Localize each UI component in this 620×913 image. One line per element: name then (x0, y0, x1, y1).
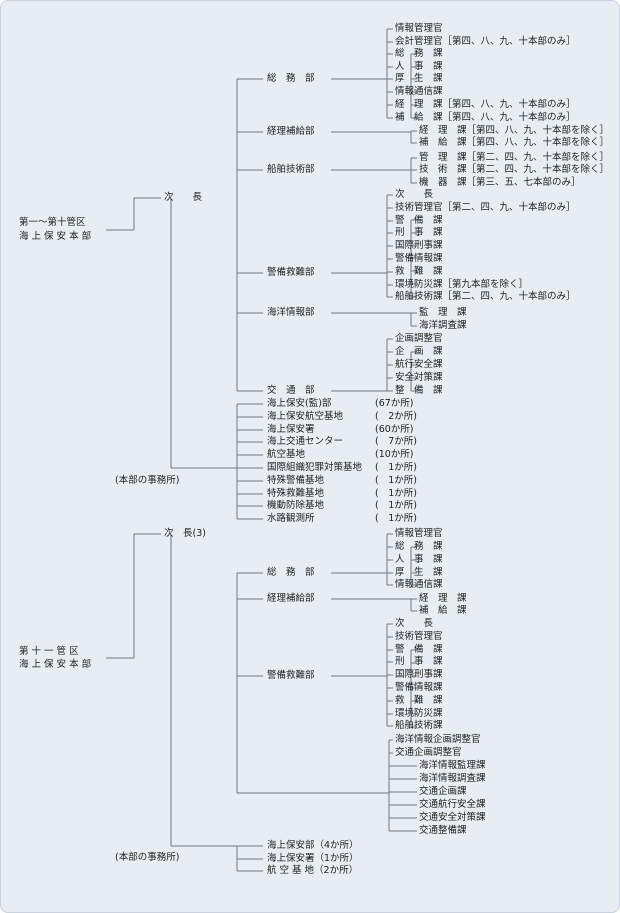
office-count: ( 1か所) (375, 488, 417, 499)
office-count: ( 1か所) (375, 500, 417, 511)
root1-title-line1: 第一～第十管区 (19, 217, 86, 228)
general-units-1-item: 情報管理官 (395, 23, 443, 34)
office-name: 機動防除基地 (267, 500, 325, 511)
guard-units-1-item: 国際刑事課 (395, 240, 443, 251)
finance-units-2-item: 経 理 課 (419, 593, 467, 604)
finance-units-1-item: 経 理 課［第四、八、九、十本部を除く］ (419, 125, 610, 136)
general-units-2-item: 人 事 課 (395, 554, 443, 565)
guard-units-2-item: 環境防災課 (395, 708, 443, 719)
traffic-units-1-item: 企画調整官 (395, 333, 443, 344)
guard-units-2-item: 次 長 (395, 618, 434, 629)
department-traffic: 交 通 部 (267, 385, 315, 396)
office-count: (10か所) (375, 449, 414, 460)
traffic-units-1-item: 安全対策課 (395, 372, 443, 383)
misc-unit-item: 交通企画課 (419, 786, 467, 797)
guard-units-1-item: 船舶技術課［第二、四、九、十本部のみ］ (395, 291, 576, 302)
root1-title-line2: 海 上 保 安 本 部 (19, 231, 92, 242)
misc-unit-item: 交通航行安全課 (419, 799, 486, 810)
office2-item: 海上保安署（1か所） (267, 853, 359, 864)
general-units-1-item: 情報通信課 (395, 86, 443, 97)
root2-title-line2: 海 上 保 安 本 部 (19, 659, 92, 670)
ocean-units-1-item: 海洋調査課 (419, 320, 467, 331)
general-units-1-item: 総 務 課 (395, 48, 443, 59)
department-ocean: 海洋情報部 (267, 307, 315, 318)
misc-unit-item: 交通安全対策課 (419, 812, 486, 823)
guard-units-1-item: 技術管理官［第二、四、九、十本部のみ］ (395, 202, 576, 213)
general-units-2-item: 情報管理官 (395, 528, 443, 539)
office-count: (60か所) (375, 424, 414, 435)
guard-units-1-item: 環境防災課［第九本部を除く］ (395, 279, 529, 290)
offices-label-2: (本部の事務所) (115, 852, 180, 863)
finance-units-2-item: 補 給 課 (419, 605, 467, 616)
misc-unit-item: 交通整備課 (419, 825, 467, 836)
office2-item: 海上保安部（4か所） (267, 840, 359, 851)
general-units-1-item: 補 給 課［第四、八、九、十本部のみ］ (395, 112, 576, 123)
office-name: 国際組織犯罪対策基地 (267, 462, 363, 473)
office-count: ( 1か所) (375, 462, 417, 473)
guard-units-2-item: 刑 事 課 (395, 656, 443, 667)
general-units-2-item: 情報通信課 (395, 579, 443, 590)
vice-director-2: 次 長(3) (164, 528, 206, 539)
general-units-2-item: 厚 生 課 (395, 567, 443, 578)
office-name: 特殊救難基地 (267, 488, 325, 499)
office-count: ( 1か所) (375, 513, 417, 524)
department-ship: 船舶技術部 (267, 164, 315, 175)
department-guard: 警備救難部 (267, 267, 315, 278)
department-finance: 経理補給部 (267, 126, 315, 137)
department2-finance: 経理補給部 (267, 593, 315, 604)
guard-units-1-item: 警 備 課 (395, 215, 443, 226)
misc-unit-item: 海洋情報企画調整官 (395, 734, 481, 745)
office-count: ( 2か所) (375, 411, 417, 422)
guard-units-1-item: 救 難 課 (395, 266, 443, 277)
general-units-1-item: 人 事 課 (395, 61, 443, 72)
office-count: ( 1か所) (375, 475, 417, 486)
root2-title-line1: 第 十 一 管 区 (19, 646, 79, 657)
office-name: 特殊警備基地 (267, 475, 325, 486)
traffic-units-1-item: 航行安全課 (395, 359, 443, 370)
guard-units-1-item: 刑 事 課 (395, 227, 443, 238)
misc-unit-item: 交通企画調整官 (395, 747, 462, 758)
guard-units-2-item: 警備情報課 (395, 682, 443, 693)
office-count: (67か所) (375, 398, 414, 409)
department2-general: 総 務 部 (267, 567, 315, 578)
department-general: 総 務 部 (267, 73, 315, 84)
general-units-1-item: 会計管理官［第四、八、九、十本部のみ］ (395, 36, 576, 47)
general-units-1-item: 厚 生 課 (395, 73, 443, 84)
guard-units-2-item: 警 備 課 (395, 644, 443, 655)
general-units-2-item: 総 務 課 (395, 541, 443, 552)
finance-units-1-item: 補 給 課［第四、八、九、十本部を除く］ (419, 137, 610, 148)
ship-units-1-item: 管 理 課［第二、四、九、十本部を除く］ (419, 152, 610, 163)
traffic-units-1-item: 企 画 課 (395, 346, 443, 357)
vice-director-1: 次 長 (164, 192, 203, 203)
misc-unit-item: 海洋情報監理課 (419, 760, 486, 771)
office-name: 海上交通センター (267, 436, 344, 447)
guard-units-2-item: 船舶技術課 (395, 720, 443, 731)
office-name: 海上保安署 (267, 424, 315, 435)
office-name: 航空基地 (267, 449, 306, 460)
office2-item: 航 空 基 地（2か所） (267, 865, 359, 876)
misc-unit-item: 海洋情報調査課 (419, 773, 486, 784)
traffic-units-1-item: 整 備 課 (395, 385, 443, 396)
office-name: 海上保安航空基地 (267, 411, 344, 422)
office-count: ( 7か所) (375, 436, 417, 447)
department2-guard: 警備救難部 (267, 670, 315, 681)
guard-units-2-item: 国際刑事課 (395, 669, 443, 680)
guard-units-2-item: 技術管理官 (395, 631, 443, 642)
guard-units-1-item: 次 長 (395, 189, 434, 200)
guard-units-1-item: 警備情報課 (395, 253, 443, 264)
ship-units-1-item: 機 器 課［第三、五、七本部のみ］ (419, 177, 581, 188)
offices-label-1: (本部の事務所) (115, 475, 180, 486)
office-name: 水路観測所 (267, 513, 315, 524)
ocean-units-1-item: 監 理 課 (419, 307, 467, 318)
guard-units-2-item: 救 難 課 (395, 695, 443, 706)
office-name: 海上保安(監)部 (267, 398, 332, 409)
general-units-1-item: 経 理 課［第四、八、九、十本部のみ］ (395, 99, 576, 110)
ship-units-1-item: 技 術 課［第二、四、九、十本部を除く］ (419, 164, 610, 175)
